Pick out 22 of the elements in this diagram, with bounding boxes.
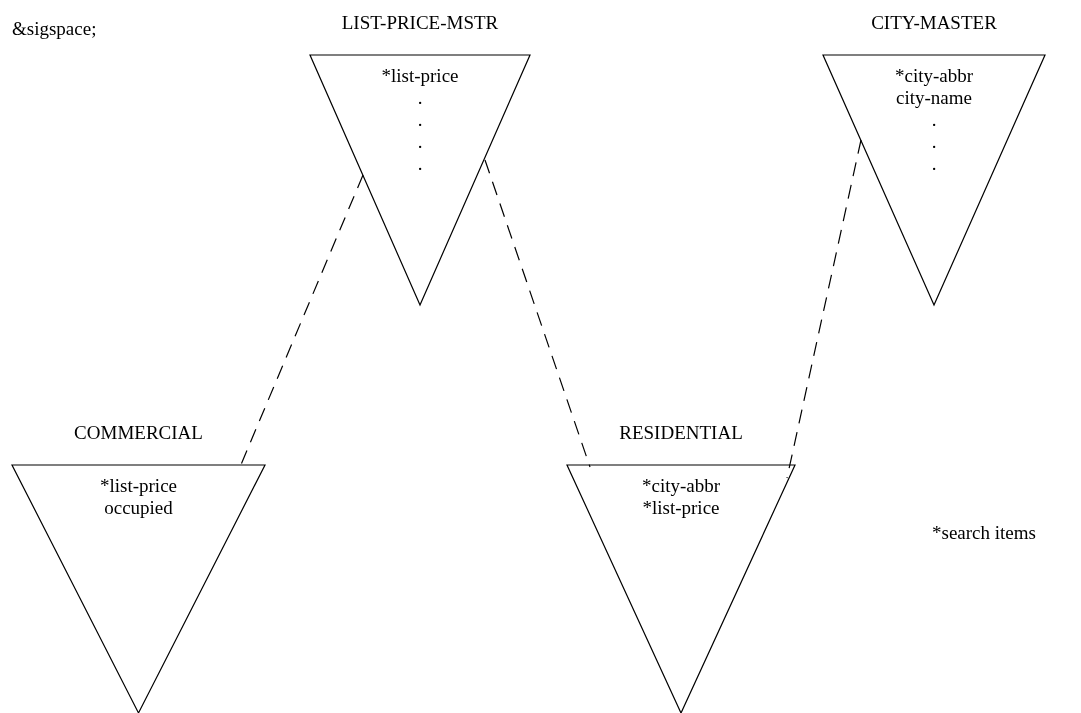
field-text: .	[417, 109, 423, 131]
field-text: occupied	[104, 497, 173, 519]
node-heading: RESIDENTIAL	[619, 422, 743, 444]
field-text: *list-price	[642, 497, 720, 519]
dashed-connector	[484, 159, 591, 468]
node-heading: COMMERCIAL	[74, 422, 203, 444]
dashed-connector	[786, 139, 862, 479]
field-text: .	[417, 87, 423, 109]
field-text: *city-abbr	[894, 65, 974, 87]
field-text: *city-abbr	[641, 475, 721, 497]
field-text: *list-price	[100, 475, 177, 497]
field-text: .	[417, 153, 423, 175]
node-heading: CITY-MASTER	[871, 12, 997, 34]
node-heading: LIST-PRICE-MSTR	[341, 12, 499, 34]
field-text: .	[931, 131, 937, 153]
note-text: &sigspace;	[12, 18, 97, 40]
field-text: *list-price	[381, 65, 459, 87]
footnote-text: *search items	[932, 522, 1036, 544]
field-text: .	[417, 131, 423, 153]
field-text: .	[931, 109, 937, 131]
field-text: city-name	[896, 87, 972, 109]
field-text: .	[931, 153, 937, 175]
